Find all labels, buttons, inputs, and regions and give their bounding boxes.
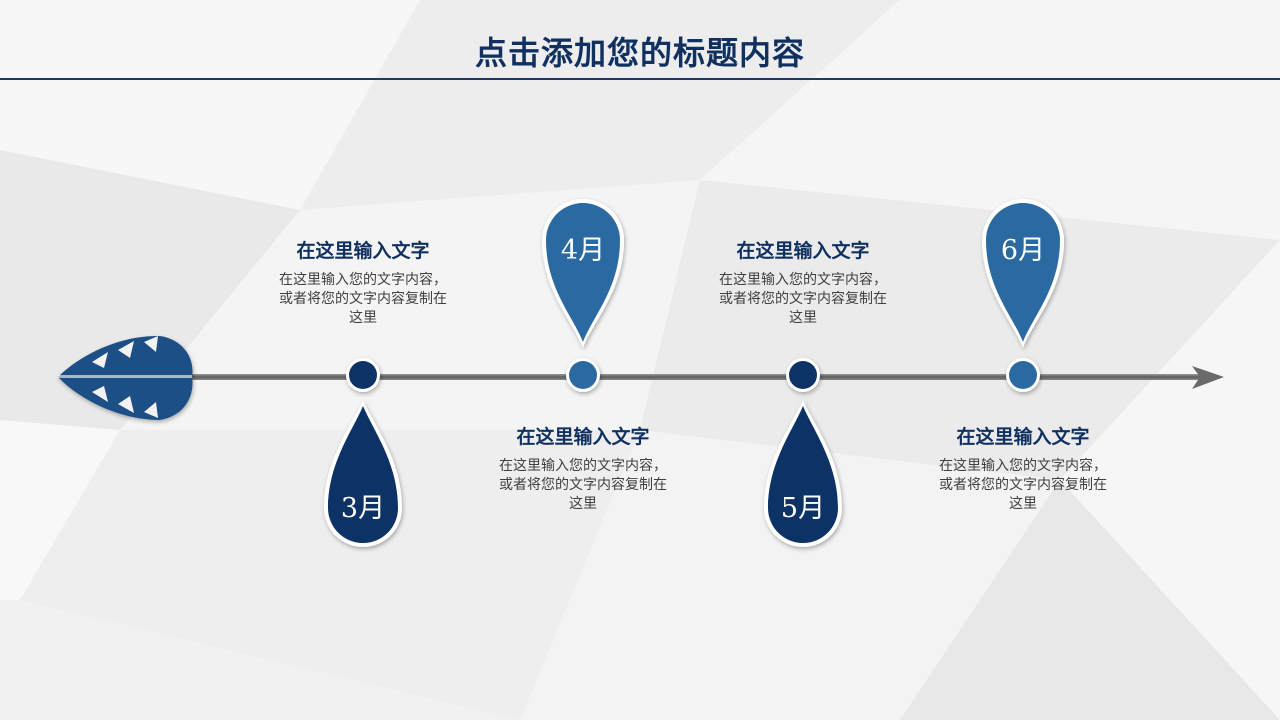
entry-heading[interactable]: 在这里输入文字 xyxy=(296,240,430,262)
entry-body[interactable]: 在这里输入您的文字内容，或者将您的文字内容复制在这里 xyxy=(939,458,1107,512)
timeline-node[interactable] xyxy=(786,358,820,392)
arrow-head-icon xyxy=(1192,366,1224,389)
month-marker-drop[interactable] xyxy=(764,400,842,547)
timeline-entry-2: 在这里输入文字 在这里输入您的文字内容，或者将您的文字内容复制在这里 xyxy=(473,422,693,514)
entry-body[interactable]: 在这里输入您的文字内容，或者将您的文字内容复制在这里 xyxy=(499,458,667,512)
month-marker-pin[interactable] xyxy=(542,199,624,348)
entry-body[interactable]: 在这里输入您的文字内容，或者将您的文字内容复制在这里 xyxy=(719,272,887,326)
entry-body[interactable]: 在这里输入您的文字内容，或者将您的文字内容复制在这里 xyxy=(279,272,447,326)
timeline-entry-3: 在这里输入文字 在这里输入您的文字内容，或者将您的文字内容复制在这里 xyxy=(693,236,913,328)
entry-heading[interactable]: 在这里输入文字 xyxy=(516,426,650,448)
month-label-5: 5月 xyxy=(780,493,826,524)
timeline-entry-1: 在这里输入文字 在这里输入您的文字内容，或者将您的文字内容复制在这里 xyxy=(253,236,473,328)
timeline-axis xyxy=(60,374,1200,380)
page-title[interactable]: 点击添加您的标题内容 xyxy=(474,34,805,72)
month-label-6: 6月 xyxy=(1000,235,1046,266)
entry-heading[interactable]: 在这里输入文字 xyxy=(956,426,1090,448)
month-label-3: 3月 xyxy=(340,493,386,524)
timeline-node[interactable] xyxy=(566,358,600,392)
month-label-4: 4月 xyxy=(560,235,606,266)
timeline-entry-4: 在这里输入文字 在这里输入您的文字内容，或者将您的文字内容复制在这里 xyxy=(913,422,1133,514)
entry-heading[interactable]: 在这里输入文字 xyxy=(736,240,870,262)
timeline-node[interactable] xyxy=(346,358,380,392)
feather-tail-icon xyxy=(58,335,193,420)
title-underline xyxy=(0,78,1280,80)
timeline-node[interactable] xyxy=(1006,358,1040,392)
month-marker-pin[interactable] xyxy=(982,199,1064,348)
month-marker-drop[interactable] xyxy=(324,400,402,547)
